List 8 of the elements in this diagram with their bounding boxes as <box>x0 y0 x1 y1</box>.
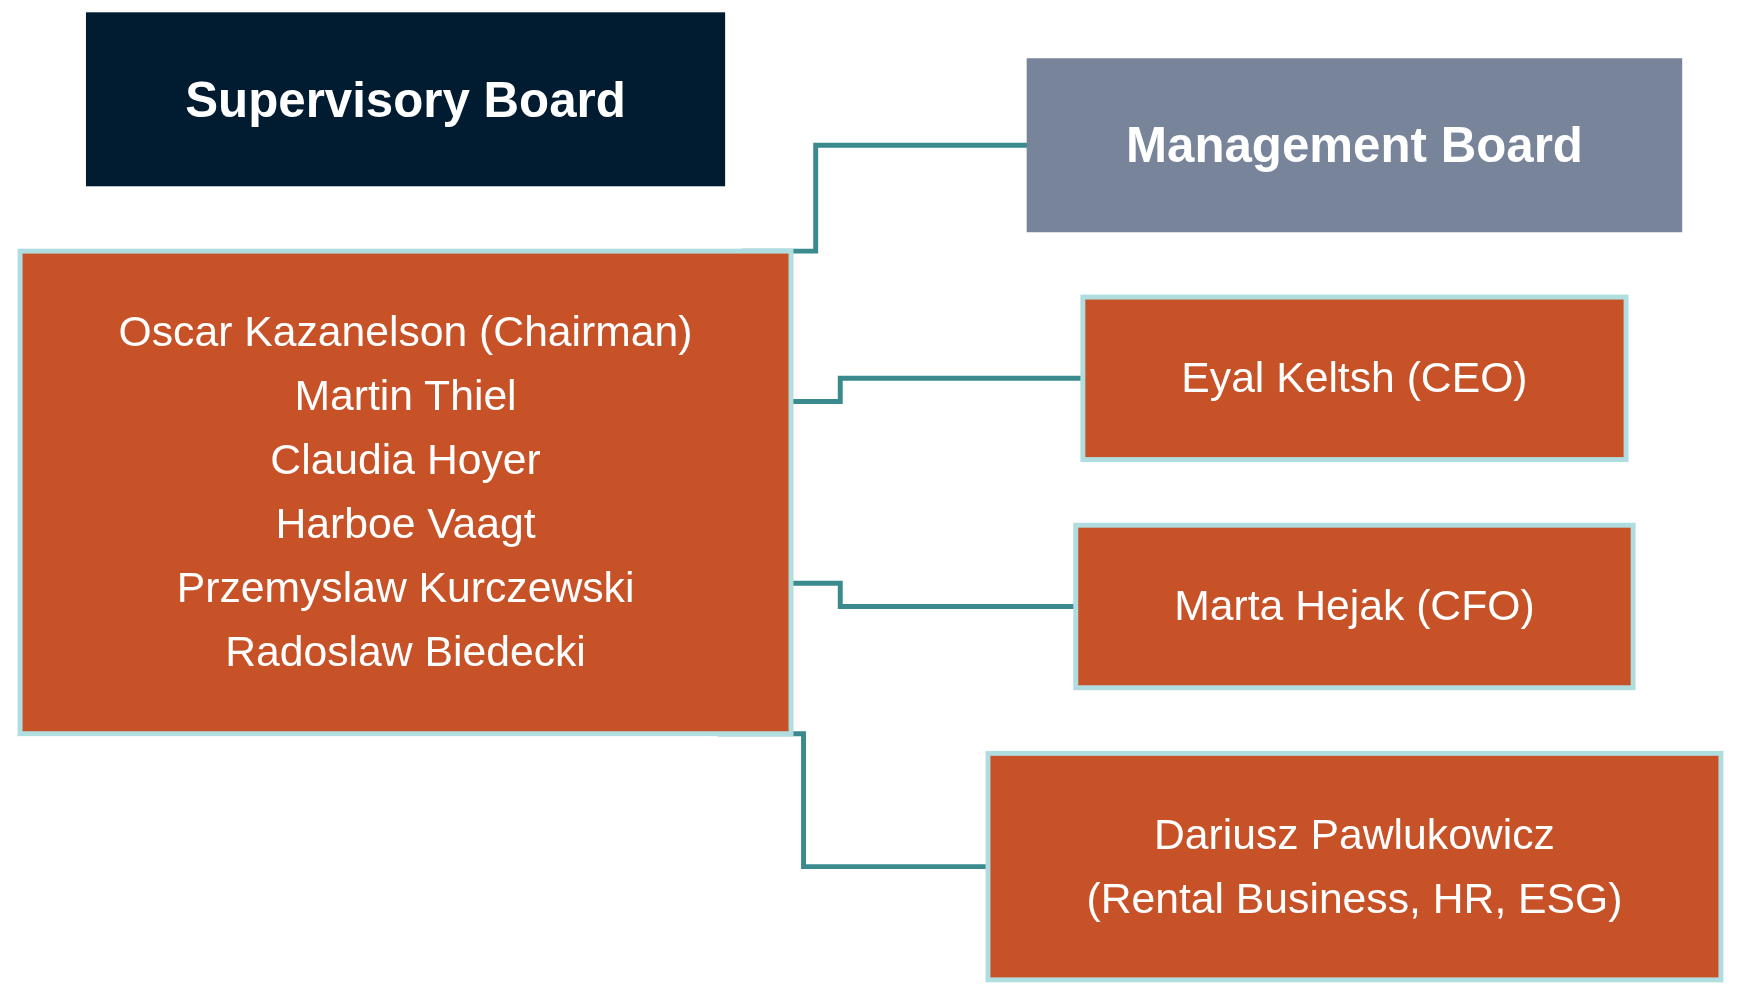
node-box: Supervisory Board <box>85 12 726 187</box>
node-box: Oscar Kazanelson (Chairman) Martin Thiel Claudia Hoyer Harboe Vaagt Przemyslaw Kurczewski Radoslaw Biedecki <box>17 248 794 737</box>
node-box: Marta Hejak (CFO) <box>1073 522 1636 691</box>
connector <box>791 580 1076 609</box>
node-box: Eyal Keltsh (CEO) <box>1080 294 1629 463</box>
connector <box>791 375 1083 404</box>
node-box: Management Board <box>1026 58 1683 233</box>
node-box: Dariusz Pawlukowicz (Rental Business, HR, ESG) <box>985 750 1724 983</box>
